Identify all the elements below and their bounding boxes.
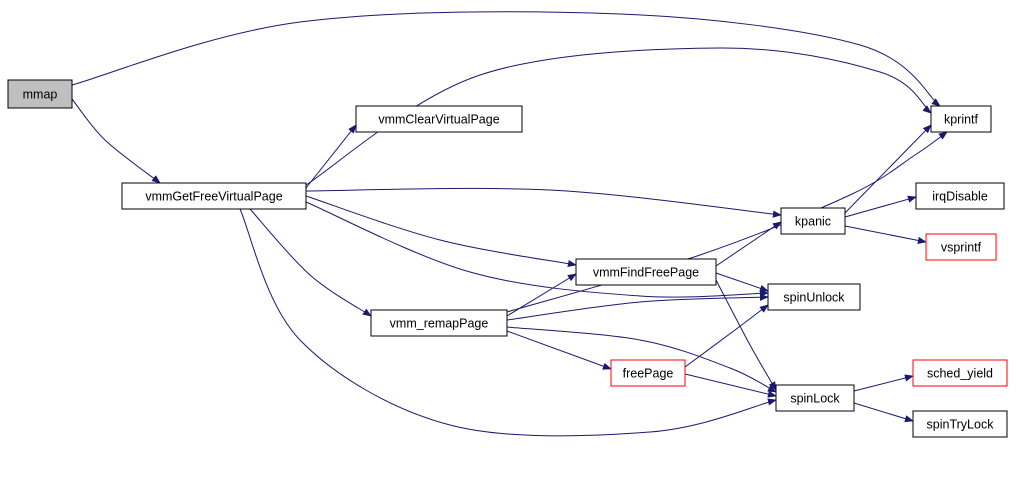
node-spinLock[interactable]: spinLock bbox=[775, 384, 855, 412]
edge-mmap-to-vmmGetFreeVirtualPage bbox=[71, 98, 161, 184]
edge-kpanic-to-vsprintf bbox=[844, 225, 927, 244]
edge-kpanic-to-kprintf bbox=[844, 124, 932, 214]
node-box-spinLock[interactable] bbox=[775, 384, 855, 412]
edge-vmmFindFreePage-to-kpanic bbox=[715, 221, 782, 267]
node-box-vsprintf[interactable] bbox=[925, 233, 997, 261]
node-freePage[interactable]: freePage bbox=[610, 359, 686, 387]
node-box-vmm_remapPage[interactable] bbox=[370, 309, 508, 337]
edge-kpanic-to-irqDisable bbox=[844, 195, 917, 218]
edge-spinLock-to-spinTryLock bbox=[853, 402, 914, 423]
edge-vmm_remapPage-to-vmmFindFreePage bbox=[506, 273, 577, 317]
node-box-spinTryLock[interactable] bbox=[912, 410, 1008, 438]
node-box-kprintf[interactable] bbox=[930, 105, 992, 133]
edge-vmm_remapPage-to-kprintf bbox=[506, 131, 948, 313]
edge-vmmGetFreeVirtualPage-to-kpanic bbox=[305, 187, 782, 218]
node-box-kpanic[interactable] bbox=[780, 207, 846, 235]
node-box-vmmClearVirtualPage[interactable] bbox=[355, 105, 523, 133]
node-vmmFindFreePage[interactable]: vmmFindFreePage bbox=[575, 258, 717, 286]
edge-vmmFindFreePage-to-spinUnlock bbox=[715, 272, 769, 292]
edge-vmmGetFreeVirtualPage-to-vmmClearVirtualPage bbox=[305, 124, 357, 189]
node-spinTryLock[interactable]: spinTryLock bbox=[912, 410, 1008, 438]
node-box-vmmFindFreePage[interactable] bbox=[575, 258, 717, 286]
node-box-sched_yield[interactable] bbox=[912, 359, 1008, 387]
edge-vmm_remapPage-to-spinLock bbox=[506, 326, 777, 393]
node-box-irqDisable[interactable] bbox=[915, 182, 1005, 210]
node-vmmGetFreeVirtualPage[interactable]: vmmGetFreeVirtualPage bbox=[121, 182, 307, 210]
node-vsprintf[interactable]: vsprintf bbox=[925, 233, 997, 261]
edge-vmm_remapPage-to-freePage bbox=[506, 330, 612, 370]
node-box-vmmGetFreeVirtualPage[interactable] bbox=[121, 182, 307, 210]
edge-freePage-to-spinUnlock bbox=[684, 304, 769, 368]
edge-vmmGetFreeVirtualPage-to-spinUnlock bbox=[305, 201, 769, 298]
node-box-freePage[interactable] bbox=[610, 359, 686, 387]
edge-vmmGetFreeVirtualPage-to-vmmFindFreePage bbox=[305, 195, 577, 268]
node-box-mmap[interactable] bbox=[7, 79, 73, 109]
edge-vmmGetFreeVirtualPage-to-spinLock bbox=[239, 208, 777, 437]
node-vmmClearVirtualPage[interactable]: vmmClearVirtualPage bbox=[355, 105, 523, 133]
edge-vmm_remapPage-to-spinUnlock bbox=[506, 293, 769, 321]
edge-vmmGetFreeVirtualPage-to-vmm_remapPage bbox=[249, 208, 372, 317]
node-box-spinUnlock[interactable] bbox=[767, 283, 861, 311]
edge-mmap-to-kprintf bbox=[71, 11, 941, 107]
node-irqDisable[interactable]: irqDisable bbox=[915, 182, 1005, 210]
edge-spinLock-to-sched_yield bbox=[853, 374, 914, 392]
edge-vmmFindFreePage-to-spinLock bbox=[715, 279, 777, 391]
node-kprintf[interactable]: kprintf bbox=[930, 105, 992, 133]
edge-freePage-to-spinLock bbox=[684, 373, 777, 398]
node-mmap[interactable]: mmap bbox=[7, 79, 73, 109]
node-sched_yield[interactable]: sched_yield bbox=[912, 359, 1008, 387]
node-spinUnlock[interactable]: spinUnlock bbox=[767, 283, 861, 311]
node-kpanic[interactable]: kpanic bbox=[780, 207, 846, 235]
node-vmm_remapPage[interactable]: vmm_remapPage bbox=[370, 309, 508, 337]
